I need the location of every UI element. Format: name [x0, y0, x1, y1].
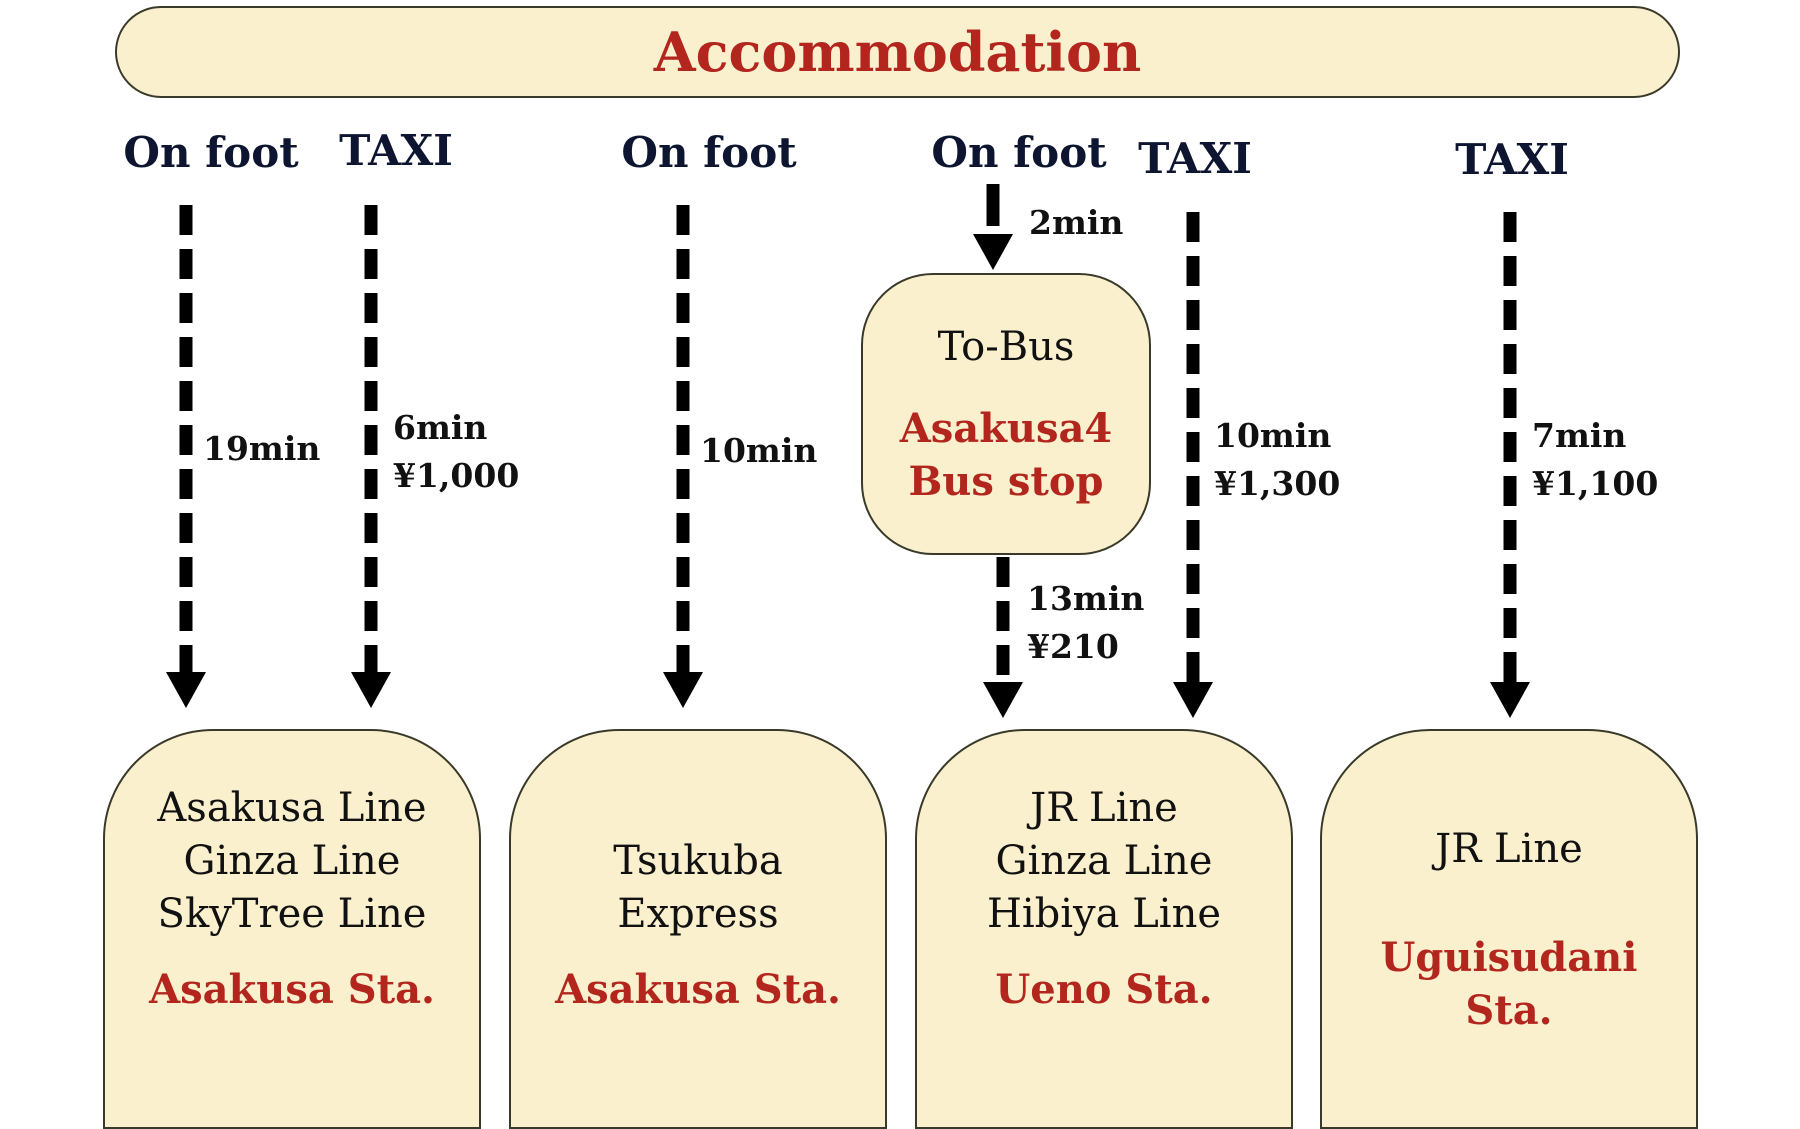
route-time: 10min: [700, 431, 818, 470]
bus-arrow-line: [996, 557, 1010, 683]
line-name: Ginza Line: [995, 838, 1213, 884]
mode-label-on-foot: On foot: [621, 128, 797, 177]
arrow-head-icon: [1490, 682, 1530, 718]
line-name: Asakusa Line: [157, 785, 427, 831]
station-name: Sta.: [1465, 987, 1553, 1034]
mode-label-on-foot: On foot: [123, 128, 299, 177]
header-title: Accommodation: [653, 20, 1142, 84]
line-name: JR Line: [1030, 785, 1178, 831]
route-time: 6min: [393, 408, 488, 447]
mode-label-on-foot: On foot: [931, 128, 1107, 177]
mode-label-taxi: TAXI: [1138, 134, 1252, 183]
arrow-head-icon: [1173, 682, 1213, 718]
bus-time: 13min: [1027, 579, 1145, 618]
station-box-asakusa: Asakusa Line Ginza Line SkyTree Line Asa…: [103, 729, 481, 1129]
station-name: Ueno Sta.: [995, 966, 1213, 1013]
line-name: JR Line: [1435, 826, 1583, 872]
arrow-head-icon: [166, 672, 206, 708]
bus-stop-box: To-Bus Asakusa4 Bus stop: [861, 273, 1151, 555]
line-name: Ginza Line: [183, 838, 401, 884]
bus-stop-name: Asakusa4: [899, 404, 1113, 452]
mode-label-taxi: TAXI: [339, 126, 453, 175]
route-time: 19min: [203, 429, 321, 468]
dashed-arrow-line: [364, 205, 378, 675]
line-name: Hibiya Line: [986, 891, 1222, 937]
mode-label-taxi: TAXI: [1455, 135, 1569, 184]
bus-operator: To-Bus: [937, 323, 1075, 370]
arrow-head-icon: [973, 234, 1013, 270]
station-name: Asakusa Sta.: [149, 966, 435, 1013]
walk-arrow-line: [986, 184, 1000, 226]
station-name: Asakusa Sta.: [555, 966, 841, 1013]
bus-fare: ¥210: [1027, 627, 1119, 666]
station-name: Uguisudani: [1380, 934, 1638, 981]
arrow-head-icon: [663, 672, 703, 708]
dashed-arrow-line: [1186, 212, 1200, 682]
arrow-head-icon: [983, 682, 1023, 718]
walk-time: 2min: [1029, 203, 1124, 242]
route-fare: ¥1,100: [1532, 464, 1659, 503]
route-fare: ¥1,300: [1214, 464, 1341, 503]
route-fare: ¥1,000: [393, 456, 520, 495]
station-box-tsukuba: Tsukuba Express Asakusa Sta.: [509, 729, 887, 1129]
station-box-ueno: JR Line Ginza Line Hibiya Line Ueno Sta.: [915, 729, 1293, 1129]
line-name: Tsukuba: [613, 838, 783, 884]
accommodation-header: Accommodation: [115, 6, 1680, 98]
route-time: 10min: [1214, 416, 1332, 455]
line-name: Express: [617, 891, 779, 937]
arrow-head-icon: [351, 672, 391, 708]
dashed-arrow-line: [179, 205, 193, 675]
bus-stop-name: Bus stop: [908, 457, 1104, 505]
line-name: SkyTree Line: [157, 891, 427, 937]
route-time: 7min: [1532, 416, 1627, 455]
dashed-arrow-line: [676, 205, 690, 675]
station-box-uguisudani: JR Line Uguisudani Sta.: [1320, 729, 1698, 1129]
dashed-arrow-line: [1503, 212, 1517, 682]
